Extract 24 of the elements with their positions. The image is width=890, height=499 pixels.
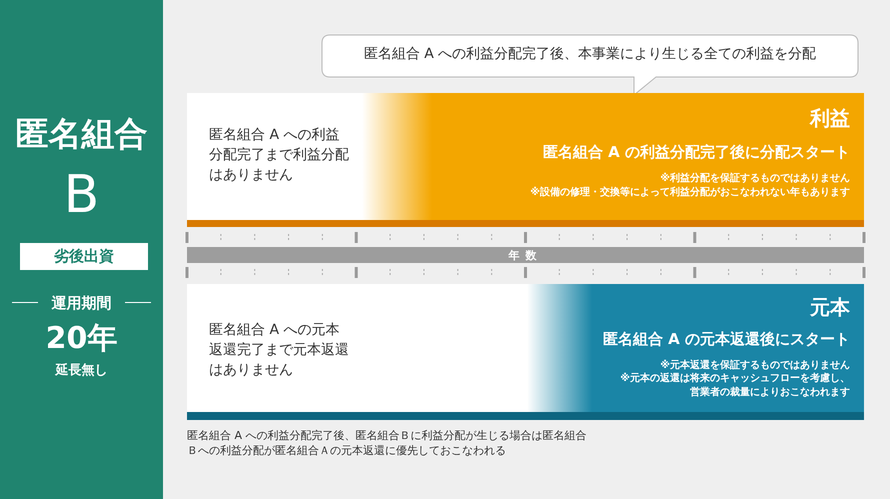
period-heading: 運用期間 [50,294,112,313]
axis-label: 年数 [507,248,544,263]
footnote: ※元本返還を保証するものではありません [660,358,850,372]
tag-text: 劣後出資 [53,247,115,266]
principal-band [187,284,864,420]
footnote: ※利益分配を保証するものではありません [660,172,850,185]
band-subheading: 匿名組合 A の利益分配完了後に分配スタート [542,143,850,162]
band-subheading: 匿名組合 A の元本返還後にスタート [602,330,850,349]
footnote: ※元本の返還は将来のキャッシュフローを考慮し、営業者の裁量によりおこなわれます [619,372,850,400]
axis-bar [187,247,864,263]
footnote: ※設備の修理・交換等によって利益分配がおこなわれない年もあります [530,185,850,199]
tag-box [20,243,148,270]
side-panel [0,0,163,499]
band-note: 匿名組合 A への元本返還完了まで元本返還はありません [209,321,350,380]
footnote-text: 匿名組合 A への利益分配完了後、匿名組合Ｂに利益分配が生じる場合は匿名組合Ｂへの利益分配が匿名組合Ａの元本返還に優先しておこなわれる [187,428,587,458]
extension-note: 延長無し [54,362,108,379]
bubble-text: 匿名組合 A への利益分配完了後、本事業により生じる全ての利益を分配 [362,45,818,63]
band-heading: 利益 [810,105,850,132]
profit-band [187,93,864,227]
panel-title: 匿名組合 [14,113,148,155]
panel-letter: B [62,165,100,225]
band-note: 匿名組合 A への利益分配完了まで利益分配はありません [209,126,350,185]
band-heading: 元本 [810,294,850,321]
period-value: 20年 [44,320,118,358]
